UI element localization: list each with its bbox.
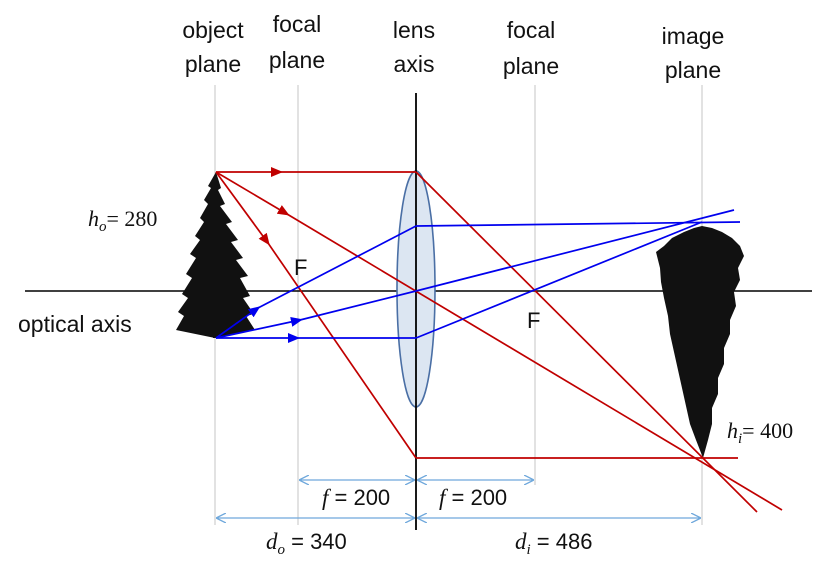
blue-ray-focal-segment [215, 306, 261, 339]
di-sub: i [527, 542, 531, 558]
f-left-symbol: f [322, 485, 332, 510]
hi-label: hi= 400 [727, 418, 793, 447]
red-ray-focal-incoming [267, 242, 417, 459]
label-lens-axis-2: axis [394, 51, 435, 77]
ho-label: ho= 280 [88, 206, 157, 235]
label-object-plane-2: plane [185, 51, 241, 77]
blue-ray-chief [299, 290, 417, 321]
red-ray-chief [286, 213, 783, 511]
di-symbol: d [515, 529, 527, 554]
label-focal-plane-left-2: plane [269, 47, 325, 73]
label-optical-axis: optical axis [18, 311, 132, 337]
focal-point-right-label: F [527, 308, 540, 333]
di-label: di = 486 [515, 529, 592, 558]
blue-ray-chief-exit [415, 209, 735, 292]
red-ray-focal-segment [215, 171, 270, 246]
f-left-label: f = 200 [322, 485, 390, 510]
do-sub: o [278, 542, 286, 558]
do-symbol: d [266, 529, 278, 554]
object-tree [176, 172, 255, 338]
label-image-plane-1: image [662, 23, 725, 49]
red-ray-chief-segment [215, 171, 290, 216]
label-image-plane-2: plane [665, 57, 721, 83]
hi-symbol: h [727, 418, 738, 443]
f-left-value: = 200 [328, 485, 390, 510]
blue-ray-chief-segment [215, 316, 303, 339]
blue-ray-focal-incoming [257, 225, 417, 309]
red-ray-refracted [415, 171, 758, 513]
ho-symbol: h [88, 206, 99, 231]
image-tree [656, 226, 744, 458]
label-focal-plane-left-1: focal [273, 11, 322, 37]
focal-point-left-label: F [294, 255, 307, 280]
blue-ray-parallel-exit [415, 221, 703, 339]
di-value: = 486 [531, 529, 593, 554]
f-right-value: = 200 [445, 485, 507, 510]
hi-sub: i [738, 431, 742, 447]
ho-value: = 280 [107, 206, 158, 231]
dimension-lines [217, 480, 700, 518]
label-focal-plane-right-2: plane [503, 53, 559, 79]
hi-value: = 400 [742, 418, 793, 443]
blue-rays [215, 209, 741, 343]
f-right-symbol: f [439, 485, 449, 510]
red-rays [215, 167, 783, 513]
label-focal-plane-right-1: focal [507, 17, 556, 43]
do-value: = 340 [285, 529, 347, 554]
label-lens-axis-1: lens [393, 17, 435, 43]
ho-sub: o [99, 219, 107, 235]
label-object-plane-1: object [182, 17, 244, 43]
f-right-label: f = 200 [439, 485, 507, 510]
do-label: do = 340 [266, 529, 347, 558]
